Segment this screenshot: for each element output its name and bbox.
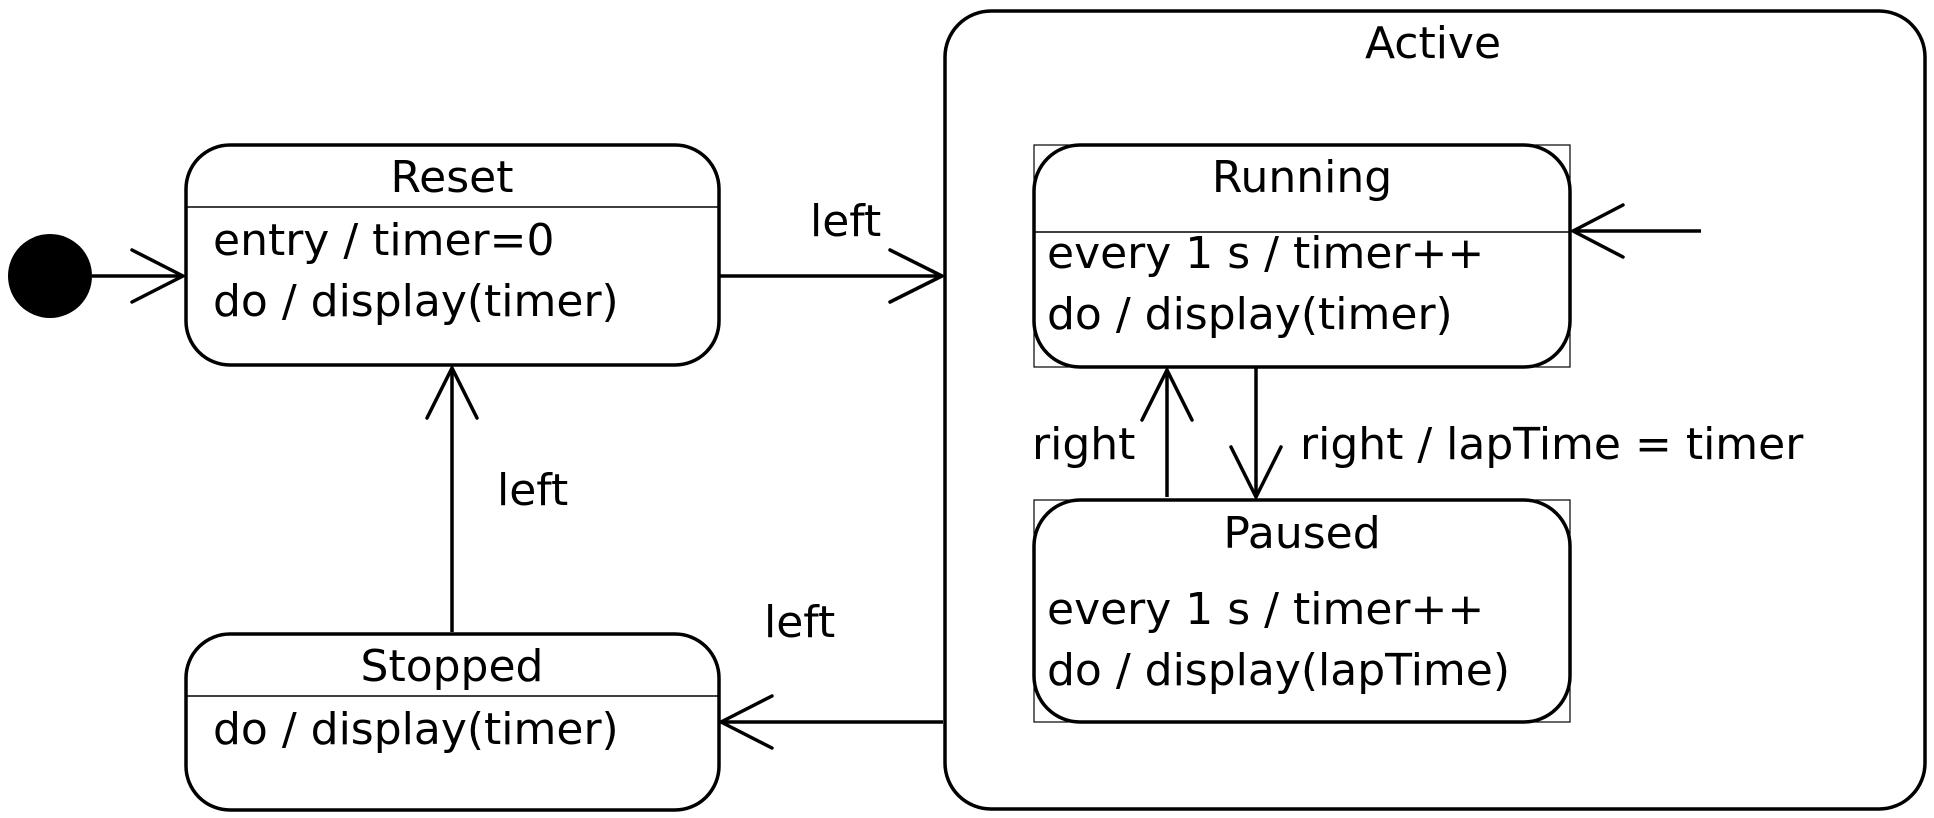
reset-state-entry-action: entry / timer=0	[213, 215, 555, 266]
active-state-title: Active	[1365, 18, 1501, 69]
running-to-paused-label: right / lapTime = timer	[1300, 419, 1804, 470]
reset-to-active-arrowhead	[888, 248, 944, 304]
stopped-state-title: Stopped	[361, 641, 544, 692]
stopped-to-reset-label: left	[497, 465, 568, 516]
running-state-box	[1032, 143, 1572, 369]
active-to-stopped-label: left	[764, 597, 835, 648]
stopped-to-reset-arrowhead	[425, 366, 479, 420]
reset-to-active-label: left	[810, 196, 881, 247]
paused-state-every-action: every 1 s / timer++	[1047, 584, 1484, 635]
reset-state-box	[184, 143, 721, 367]
paused-state-title: Paused	[1223, 508, 1380, 559]
paused-state-box	[1032, 498, 1572, 724]
active-initial-to-running-arrowhead	[1571, 203, 1625, 259]
running-state-title: Running	[1212, 152, 1392, 203]
reset-state: Reset entry / timer=0 do / display(timer…	[184, 143, 721, 367]
running-state: Running every 1 s / timer++ do / display…	[1032, 143, 1572, 369]
stopped-state-box	[184, 632, 721, 812]
running-state-do-action: do / display(timer)	[1047, 289, 1453, 340]
running-to-paused-arrowhead	[1229, 445, 1283, 499]
paused-to-running-arrowhead	[1140, 368, 1194, 422]
initial-state-marker	[8, 234, 92, 318]
paused-to-running-label: right	[1032, 419, 1135, 470]
running-state-every-action: every 1 s / timer++	[1047, 228, 1484, 279]
active-to-stopped-arrowhead	[719, 694, 774, 750]
stopped-state: Stopped do / display(timer)	[184, 632, 721, 812]
paused-state: Paused every 1 s / timer++ do / display(…	[1032, 498, 1572, 724]
reset-state-do-action: do / display(timer)	[213, 276, 619, 327]
stopped-state-do-action: do / display(timer)	[213, 704, 619, 755]
paused-state-do-action: do / display(lapTime)	[1047, 645, 1510, 696]
initial-to-reset-arrowhead	[130, 248, 185, 304]
reset-state-title: Reset	[391, 152, 514, 203]
